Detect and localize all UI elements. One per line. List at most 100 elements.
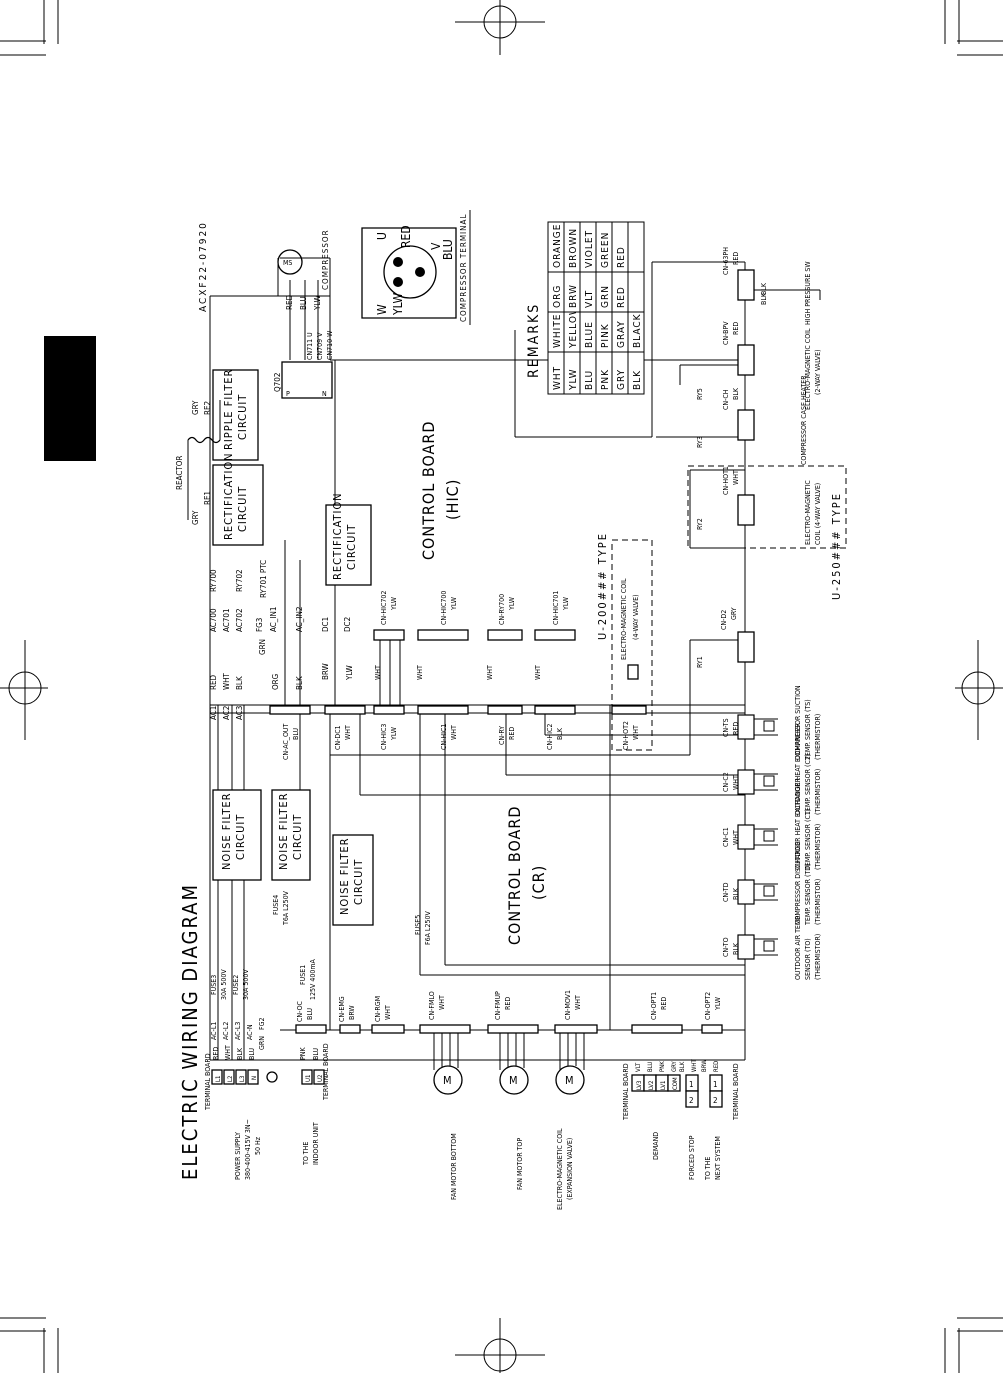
svg-text:BLU: BLU <box>441 239 455 260</box>
rectification-circuit-cr: RECTIFICATION CIRCUIT <box>325 492 372 586</box>
svg-text:CIRCUIT: CIRCUIT <box>345 524 358 570</box>
svg-text:TERMINAL BOARD: TERMINAL BOARD <box>732 1063 740 1121</box>
svg-text:WHT: WHT <box>344 725 352 740</box>
sensor-label: CN-C2 <box>722 772 730 792</box>
svg-text:FAN MOTOR TOP: FAN MOTOR TOP <box>516 1138 524 1190</box>
sensor-label: TEMP. SENSOR (TD) <box>804 863 812 926</box>
svg-text:DC2: DC2 <box>343 617 352 632</box>
svg-text:ELECTRO-MAGNETIC: ELECTRO-MAGNETIC <box>804 480 812 545</box>
u200-type-coil: U-200### TYPE ELECTRO-MAGNETIC COIL (4-W… <box>596 532 653 751</box>
svg-text:TO THE: TO THE <box>302 1142 310 1166</box>
svg-text:CONTROL BOARD: CONTROL BOARD <box>419 421 438 560</box>
svg-text:BLU: BLU <box>299 296 308 310</box>
drawing-code: ACXF22-07920 <box>198 221 209 312</box>
svg-text:FUSE5: FUSE5 <box>414 915 422 935</box>
svg-text:CN-HIC1: CN-HIC1 <box>440 724 448 750</box>
svg-text:WHT: WHT <box>534 665 542 680</box>
svg-text:U2: U2 <box>317 1075 324 1082</box>
remarks-cell-text: VIOLET <box>584 230 595 268</box>
svg-text:FUSE4: FUSE4 <box>272 895 280 915</box>
svg-text:GRN: GRN <box>258 1036 266 1050</box>
remarks-cell-text: GRY <box>616 369 627 390</box>
remarks-cell-text: BLU <box>584 370 595 390</box>
right-side-relays: CN-D2 GRY RY1 CN-HOT1 WHT RY2 ELECTRO-MA… <box>687 247 847 668</box>
svg-text:U-250### TYPE: U-250### TYPE <box>830 492 843 600</box>
svg-text:BRW: BRW <box>348 1005 356 1020</box>
svg-text:RY2: RY2 <box>696 518 704 530</box>
remarks-cell-text: PINK <box>600 323 611 348</box>
remarks-cell-text: GRN <box>600 285 611 308</box>
svg-text:AC702: AC702 <box>235 608 244 632</box>
svg-text:RED: RED <box>732 322 740 335</box>
remarks-cell <box>627 221 645 273</box>
svg-text:BLK: BLK <box>732 387 740 400</box>
svg-text:1: 1 <box>689 1080 694 1089</box>
svg-text:BLU: BLU <box>647 1062 654 1072</box>
sensor-label: WHT <box>732 830 740 845</box>
sensor-label: TEMP. SENSOR (TS) <box>804 699 812 761</box>
sensor-label: TEMP. SENSOR (C1) <box>804 809 812 871</box>
svg-text:L3: L3 <box>239 1076 246 1082</box>
remarks-table: REMARKS WHTWHITEORGORANGEYLWYELLOWBRWBRO… <box>526 221 645 395</box>
svg-text:BLK: BLK <box>235 676 244 690</box>
side-tab <box>44 336 96 461</box>
svg-text:RY701 PTC: RY701 PTC <box>259 560 268 598</box>
sensor-label: WHT <box>732 775 740 790</box>
svg-text:CN709 V: CN709 V <box>316 332 324 360</box>
cn-hic702: CN-HIC702 YLW WHT <box>373 591 405 680</box>
svg-text:BLU: BLU <box>292 728 300 740</box>
svg-text:AC-L3: AC-L3 <box>234 1022 242 1040</box>
fan-motors: CN-FMLO WHT M FAN MOTOR BOTTOM CN-FMUP R… <box>419 990 598 1210</box>
svg-text:RED: RED <box>713 1061 720 1072</box>
svg-text:RY1: RY1 <box>696 656 704 668</box>
svg-text:U1: U1 <box>305 1075 312 1082</box>
svg-text:ELECTRO-MAGNETIC COIL: ELECTRO-MAGNETIC COIL <box>620 578 628 660</box>
remarks-cell-text: YELLOW <box>568 305 579 349</box>
svg-text:CN-DC1: CN-DC1 <box>334 725 342 750</box>
svg-text:GRY: GRY <box>191 510 200 525</box>
svg-text:BLK: BLK <box>760 292 768 305</box>
svg-text:BLU: BLU <box>312 1048 320 1060</box>
svg-text:(EXPANSION VALVE): (EXPANSION VALVE) <box>566 1138 574 1200</box>
svg-text:RY702: RY702 <box>235 569 244 592</box>
svg-text:COM: COM <box>672 1077 679 1090</box>
svg-text:WHT: WHT <box>374 665 382 680</box>
svg-text:YLW: YLW <box>390 726 398 741</box>
svg-text:380-400-415V 3N~: 380-400-415V 3N~ <box>244 1119 252 1180</box>
svg-text:AC701: AC701 <box>222 608 231 632</box>
sensor-label: CN-TS <box>722 718 730 737</box>
remarks-cell-text: BLK <box>632 370 643 390</box>
svg-text:AC3: AC3 <box>235 706 244 720</box>
sensor-label: (THERMISTOR) <box>814 714 822 760</box>
svg-text:YLW: YLW <box>391 292 405 316</box>
svg-text:FAN MOTOR BOTTOM: FAN MOTOR BOTTOM <box>450 1133 458 1200</box>
indoor-terminal-board: TERMINAL BOARD U1 U2 PNK BLU TO THE INDO… <box>295 996 405 1166</box>
svg-text:M: M <box>443 1074 452 1087</box>
svg-text:FG2: FG2 <box>258 1017 266 1030</box>
svg-text:COIL (4-WAY VALVE): COIL (4-WAY VALVE) <box>814 483 822 545</box>
svg-text:YLW: YLW <box>345 665 354 681</box>
svg-text:CN-HIC2: CN-HIC2 <box>546 724 554 750</box>
svg-text:CONTROL BOARD: CONTROL BOARD <box>505 806 524 945</box>
svg-text:RY3: RY3 <box>696 436 704 448</box>
svg-text:LV3: LV3 <box>636 1081 643 1090</box>
svg-text:WHT: WHT <box>384 1005 392 1020</box>
svg-text:GRN: GRN <box>258 639 267 655</box>
svg-text:2: 2 <box>713 1096 718 1105</box>
svg-text:RED: RED <box>504 997 512 1010</box>
mid-wire-labels: RED WHT BLK GRN ORG BLK BRW YLW <box>209 639 354 690</box>
svg-text:CN-EMG: CN-EMG <box>338 996 346 1022</box>
svg-text:W: W <box>375 304 389 315</box>
remarks-title: REMARKS <box>526 303 542 378</box>
svg-text:WHT: WHT <box>574 995 582 1010</box>
svg-text:NOISE FILTER: NOISE FILTER <box>277 792 290 870</box>
svg-text:CN-HIC701: CN-HIC701 <box>552 591 560 625</box>
svg-text:CN-OC: CN-OC <box>296 1000 304 1022</box>
svg-text:CN-HOT1: CN-HOT1 <box>722 466 730 495</box>
power-terminal-board: TERMINAL BOARD AC-L1 AC-L2 AC-L3 AC-N FG… <box>204 1017 278 1180</box>
svg-text:YLW: YLW <box>313 295 322 311</box>
